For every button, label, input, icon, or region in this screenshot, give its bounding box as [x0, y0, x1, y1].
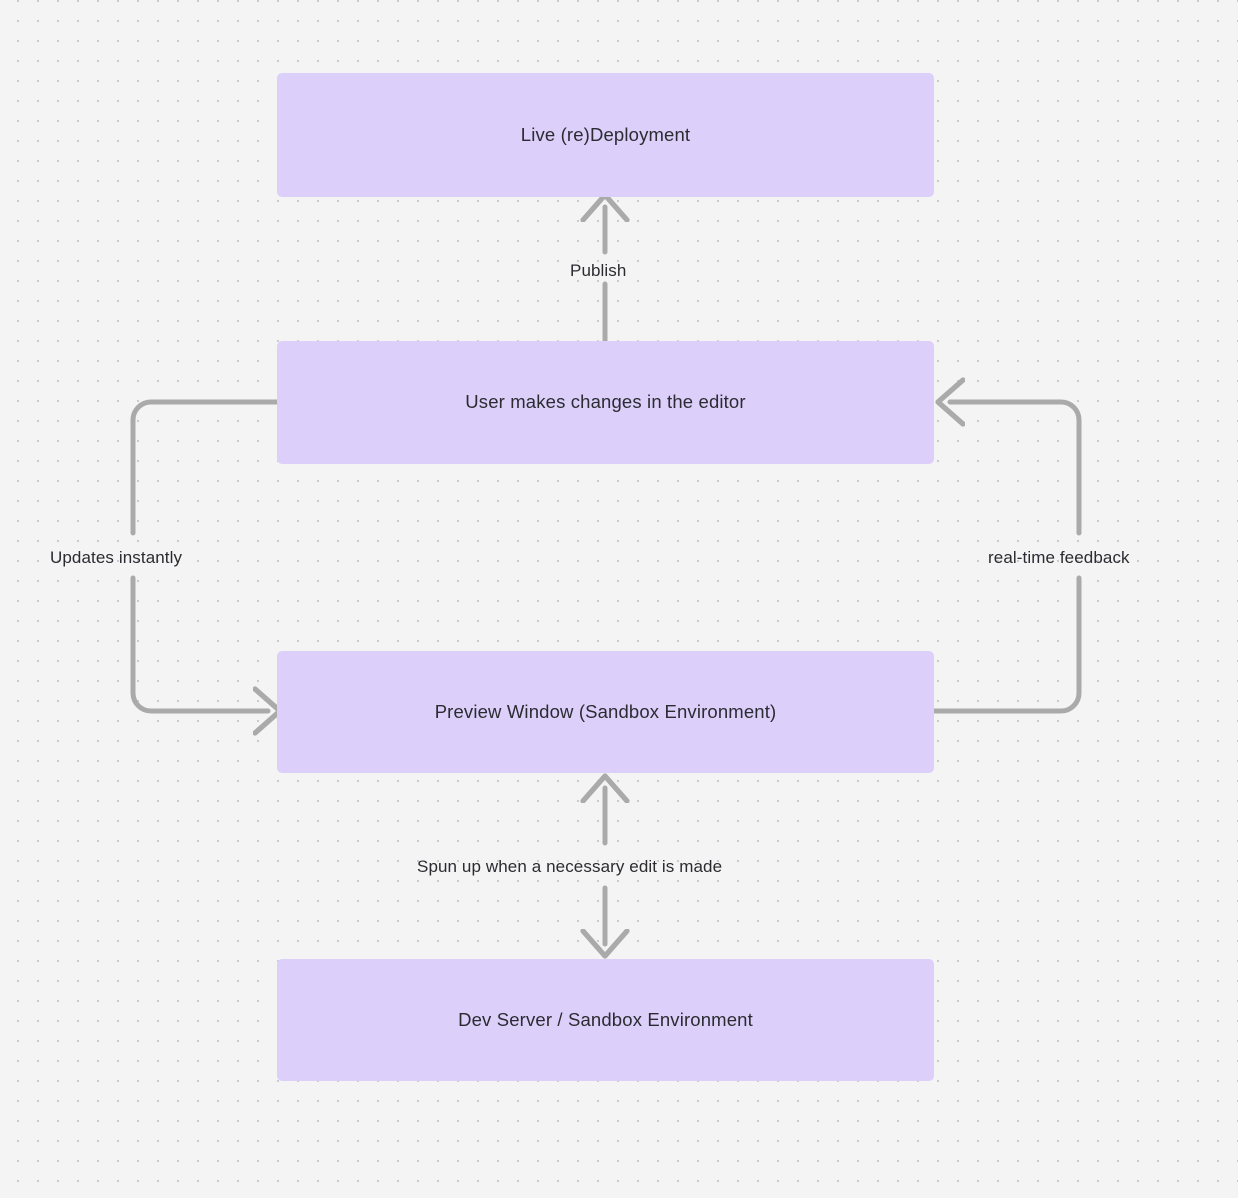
- edge-label-real-time-feedback: real-time feedback: [988, 548, 1130, 567]
- edge-label-spun-up: Spun up when a necessary edit is made: [417, 857, 723, 876]
- node-user-makes-changes[interactable]: User makes changes in the editor: [277, 341, 934, 464]
- node-preview-window-label: Preview Window (Sandbox Environment): [434, 700, 777, 722]
- node-preview-window[interactable]: Preview Window (Sandbox Environment): [277, 651, 934, 773]
- node-user-makes-changes-label: User makes changes in the editor: [465, 391, 746, 413]
- edge-label-updates-instantly: Updates instantly: [50, 548, 183, 567]
- node-live-redeployment-label: Live (re)Deployment: [520, 123, 691, 145]
- node-dev-server[interactable]: Dev Server / Sandbox Environment: [277, 959, 934, 1081]
- node-dev-server-label: Dev Server / Sandbox Environment: [458, 1008, 753, 1030]
- edge-label-publish: Publish: [570, 261, 627, 280]
- node-live-redeployment[interactable]: Live (re)Deployment: [277, 73, 934, 197]
